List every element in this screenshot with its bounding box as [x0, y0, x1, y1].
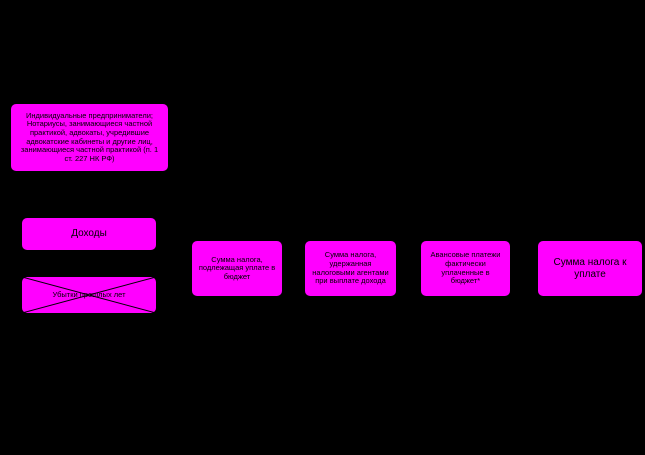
tax-payable-box: Сумма налога к уплате: [538, 241, 642, 296]
cross-out-icon: [22, 277, 156, 313]
income-box: Доходы: [22, 218, 156, 250]
entrepreneurs-text: Индивидуальные предприниматели; Нотариус…: [20, 110, 159, 163]
losses-label: Убытки прошлых лет: [52, 289, 126, 299]
withheld-tax-box: Сумма налога, удержанная налоговыми аген…: [305, 241, 396, 296]
tax-due-box: Сумма налога, подлежащая уплате в бюджет: [192, 241, 282, 296]
tax-due-label: Сумма налога, подлежащая уплате в бюджет: [198, 254, 276, 281]
advance-payments-label: Авансовые платежи фактически уплаченные …: [430, 250, 501, 286]
losses-box: Убытки прошлых лет: [22, 277, 156, 313]
entrepreneurs-box: Индивидуальные предприниматели; Нотариус…: [11, 104, 168, 171]
advance-payments-box: Авансовые платежи фактически уплаченные …: [421, 241, 510, 296]
withheld-tax-label: Сумма налога, удержанная налоговыми аген…: [312, 250, 389, 286]
tax-payable-label: Сумма налога к уплате: [553, 257, 627, 280]
income-label: Доходы: [71, 228, 107, 240]
